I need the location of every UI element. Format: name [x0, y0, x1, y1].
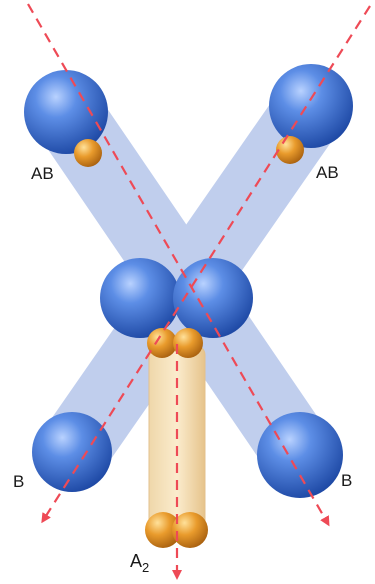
- label-ab-left: AB: [31, 164, 54, 183]
- label-a2: A2: [130, 551, 149, 575]
- sphere-bottom-left: [32, 412, 112, 492]
- sphere-orange-center-left: [147, 328, 177, 358]
- sphere-orange-ab-left: [74, 139, 102, 167]
- label-a2-main: A: [130, 551, 142, 571]
- label-b-left: B: [13, 472, 24, 491]
- label-ab-right: AB: [316, 163, 339, 182]
- label-b-right: B: [341, 471, 352, 490]
- label-a2-subscript: 2: [142, 560, 149, 575]
- sphere-top-right: [269, 64, 353, 148]
- sphere-center-left: [100, 258, 180, 338]
- sphere-orange-ab-right: [276, 136, 304, 164]
